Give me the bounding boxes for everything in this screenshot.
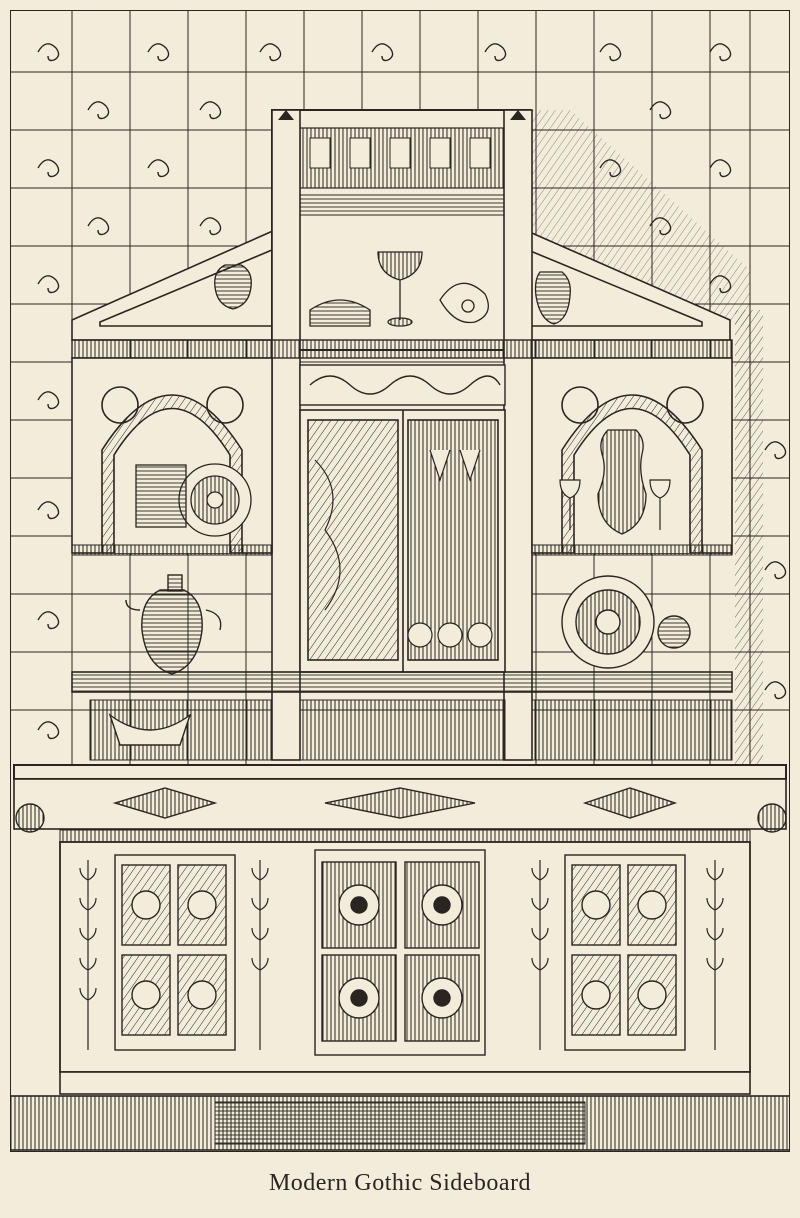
wine-glasses [559, 479, 671, 530]
left-mid-shelf [71, 544, 273, 556]
wall-shadow [735, 310, 763, 770]
plinth [59, 1071, 751, 1095]
crenel [349, 137, 371, 169]
dentil-band [59, 829, 751, 843]
floor-band-center [214, 1101, 586, 1145]
hutch-base-rail [71, 671, 733, 693]
left-door [114, 854, 236, 1051]
curtain-pattern [314, 449, 493, 648]
upper-shadow [530, 110, 750, 330]
ewer-right [597, 429, 647, 535]
shell-top [439, 282, 489, 324]
book-box [135, 464, 187, 528]
back-panel-right [531, 699, 733, 761]
crenel [389, 137, 411, 169]
scroll-band-ornament [309, 375, 501, 395]
sideboard-top [13, 764, 787, 780]
bowl-top [309, 299, 371, 327]
engraving-plate [10, 10, 790, 1152]
jug-top-right [534, 271, 571, 325]
tower-frieze [299, 194, 506, 216]
crenel [469, 137, 491, 169]
drawer-handles [112, 787, 678, 819]
center-door [314, 849, 486, 1056]
scroll-band [299, 364, 506, 406]
right-door [564, 854, 686, 1051]
side-rosette-left [15, 803, 45, 833]
vessel-vase-left [214, 264, 252, 310]
figure-caption: Modern Gothic Sideboard [268, 1170, 532, 1196]
goblet-top [377, 251, 423, 327]
leaf-pilasters [79, 860, 724, 1050]
carved-plate-right [561, 575, 691, 669]
crenel [429, 137, 451, 169]
carved-plate-left [178, 463, 252, 537]
right-mid-shelf [531, 544, 733, 556]
back-panel-center [299, 699, 506, 761]
left-post [271, 109, 301, 761]
side-rosette-right [757, 803, 787, 833]
crenel [309, 137, 331, 169]
right-post [503, 109, 533, 761]
upper-frieze [71, 339, 733, 359]
teapot [125, 574, 222, 675]
fruit-bowl [108, 713, 192, 746]
